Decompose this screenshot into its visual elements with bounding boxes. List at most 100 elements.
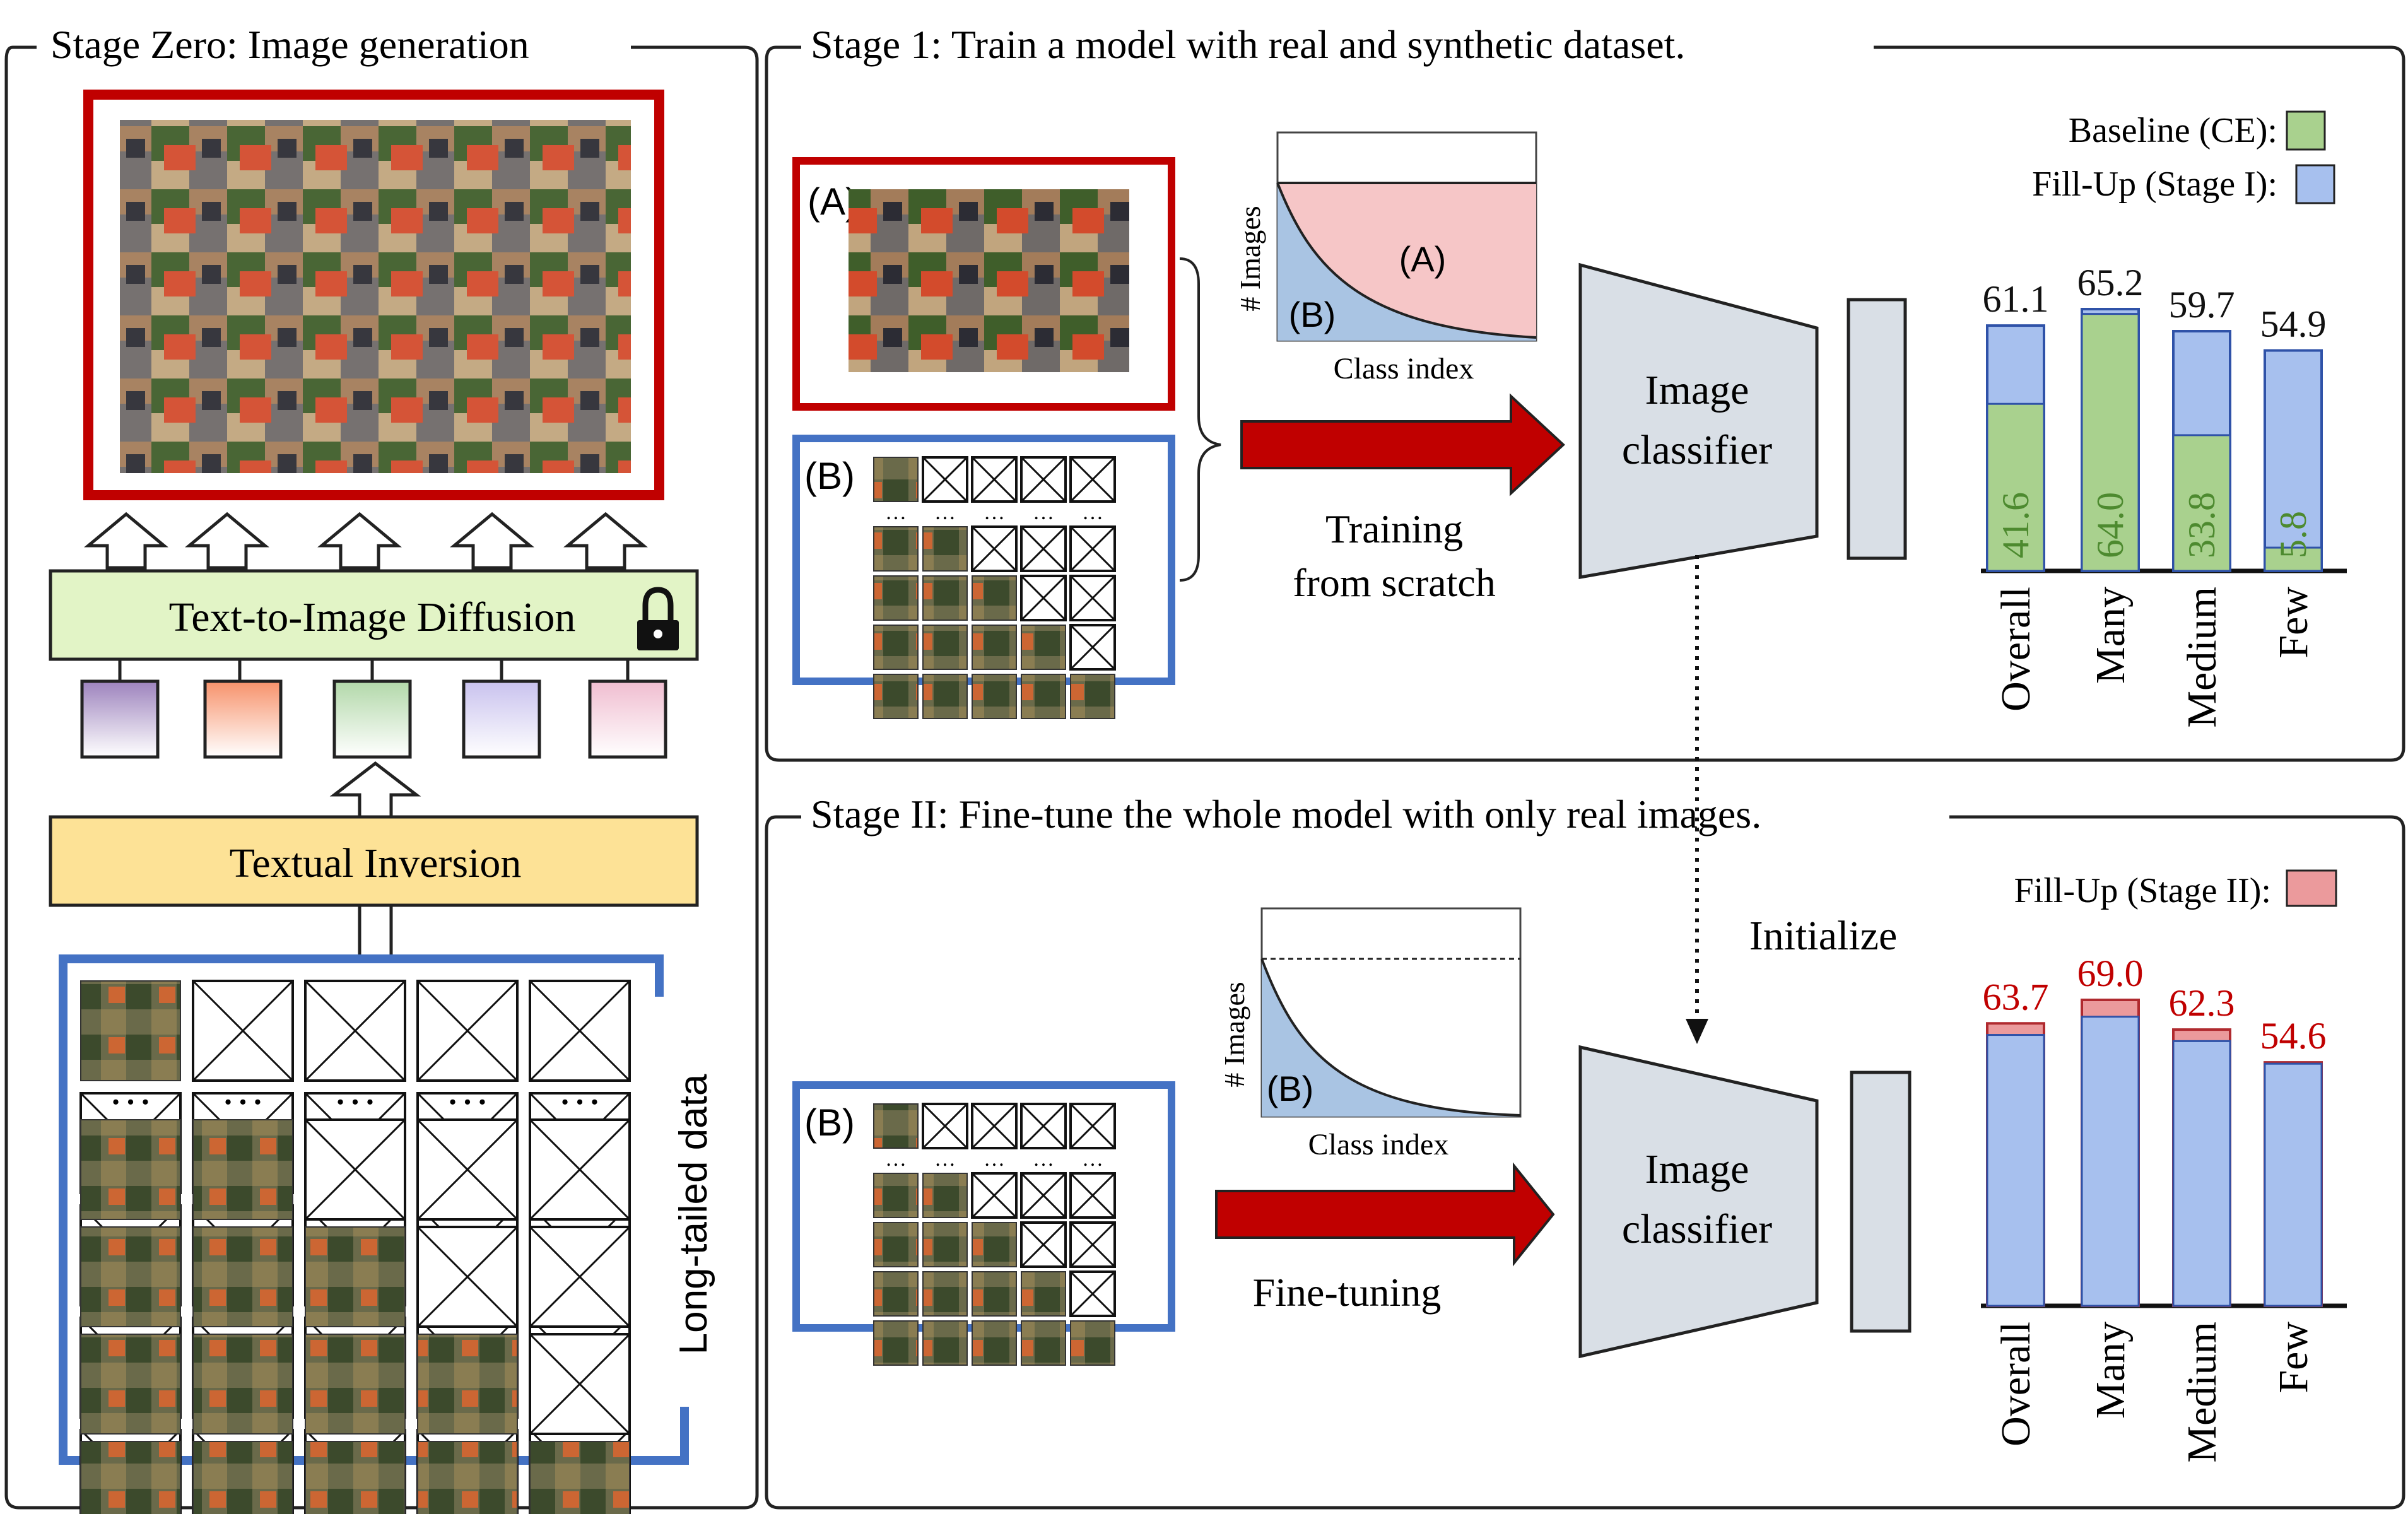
diffusion-model-box <box>49 569 699 661</box>
grid-empty-cross <box>1020 1172 1067 1219</box>
grid-empty-cross <box>922 1103 968 1149</box>
training-arrow <box>1240 393 1565 496</box>
token-box-2 <box>203 679 283 759</box>
fine-tuning-arrow <box>1215 1162 1555 1267</box>
histogram-curve-b <box>1276 182 1537 339</box>
diffusion-label: Text-to-Image Diffusion <box>169 594 576 640</box>
grid-empty-cross <box>416 1226 519 1328</box>
training-label-1: Training <box>1325 507 1463 551</box>
grid-ellipsis: … <box>984 501 1005 524</box>
grid-empty-cross <box>971 1103 1018 1149</box>
grid-photo-tile <box>922 1222 968 1267</box>
grid-ellipsis: … <box>934 501 956 524</box>
legend-fillup2-swatch <box>2286 869 2337 907</box>
grid-ellipsis: … <box>1033 501 1054 524</box>
grid-photo-tile <box>922 1320 968 1366</box>
grid-photo-tile <box>80 1119 181 1220</box>
bar-few-fillup1 <box>2264 1062 2323 1307</box>
textual-inversion-box <box>49 815 699 907</box>
grid-photo-tile <box>305 1441 406 1514</box>
bar-overall-baseline <box>1986 402 2045 572</box>
grid-photo-tile <box>80 1441 181 1514</box>
value-label-many: 69.0 <box>2077 953 2144 994</box>
set-b-label: (B) <box>804 455 855 497</box>
stage-one-legend: Baseline (CE): Fill-Up (Stage I): <box>2032 110 2335 204</box>
legend-fillup1-label: Fill-Up (Stage I): <box>2032 165 2277 204</box>
grid-ellipsis: … <box>333 1065 377 1114</box>
bar-many-baseline <box>2081 313 2140 572</box>
bar-medium-baseline <box>2172 434 2231 572</box>
grid-photo-tile <box>305 1226 406 1327</box>
grid-photo-tile <box>529 1441 630 1514</box>
stage-zero-title: Stage Zero: Image generation <box>50 22 529 67</box>
stage-two-legend: Fill-Up (Stage II): <box>2014 869 2337 910</box>
tick-label-overall: Overall <box>1993 1322 2039 1447</box>
grid-photo-tile <box>922 674 968 719</box>
bar-many-fillup1 <box>2081 1016 2140 1307</box>
fine-tuning-label: Fine-tuning <box>1253 1270 1442 1315</box>
value-label-overall: 63.7 <box>1983 976 2049 1018</box>
grid-photo-tile <box>873 674 919 719</box>
histogram-area-b <box>1277 183 1536 341</box>
datasets-brace <box>1179 257 1221 582</box>
generated-images-collage <box>120 120 631 473</box>
tick-label-many: Many <box>2088 587 2134 684</box>
grid-photo-tile <box>80 980 181 1081</box>
stage-two-feature-head <box>1850 1071 1912 1333</box>
grid-photo-tile <box>873 575 919 621</box>
legend-fillup2-label: Fill-Up (Stage II): <box>2014 871 2271 910</box>
grid-empty-cross <box>922 456 968 503</box>
histogram2-xlabel: Class index <box>1308 1128 1449 1161</box>
histogram2-area-b <box>1262 959 1520 1117</box>
grid-ellipsis: … <box>885 501 907 524</box>
baseline-label-few: 5.8 <box>2272 511 2314 558</box>
grid-empty-cross <box>1020 575 1067 621</box>
grid-photo-tile <box>1070 1320 1115 1366</box>
stage-one-classifier <box>1578 262 1819 579</box>
grid-photo-tile <box>1021 625 1066 670</box>
grid-empty-cross <box>192 980 294 1082</box>
grid-photo-tile <box>192 1334 293 1435</box>
grid-ellipsis: … <box>1082 1147 1103 1171</box>
value-label-few: 54.6 <box>2260 1015 2327 1057</box>
grid-empty-cross <box>1069 525 1116 572</box>
legend-baseline-label: Baseline (CE): <box>2069 111 2277 150</box>
baseline-label-medium: 33.8 <box>2181 492 2223 558</box>
bar-medium-fillup1 <box>2172 1040 2231 1307</box>
stage-one-histogram: (A) (B) # Images Class index <box>1234 131 1537 385</box>
grid-photo-tile <box>873 1320 919 1366</box>
grid-empty-cross <box>1069 456 1116 503</box>
grid-photo-tile <box>417 1334 518 1435</box>
grid-photo-tile <box>922 1173 968 1218</box>
grid-empty-cross <box>529 1226 631 1328</box>
grid-photo-tile <box>922 526 968 572</box>
grid-ellipsis: … <box>445 1065 490 1114</box>
grid-ellipsis: … <box>984 1147 1005 1171</box>
stage-two-panel: Stage II: Fine-tune the whole model with… <box>765 792 2405 1510</box>
stage-two-image-grid: …………… <box>873 1103 1116 1366</box>
grid-photo-tile <box>80 1226 181 1327</box>
grid-empty-cross <box>1020 1221 1067 1268</box>
histogram2-curve <box>1260 958 1521 1117</box>
grid-photo-tile <box>192 1119 293 1220</box>
grid-ellipsis: … <box>1082 501 1103 524</box>
grid-photo-tile <box>1021 674 1066 719</box>
bar-few-baseline <box>2264 546 2323 572</box>
grid-empty-cross <box>529 1118 631 1221</box>
grid-photo-tile <box>972 1222 1017 1267</box>
longtail-data-frame <box>59 954 689 1465</box>
inversion-to-tokens-arrow <box>329 761 421 819</box>
longtail-label: Long-tailed data <box>672 1074 715 1354</box>
grid-empty-cross <box>971 456 1018 503</box>
grid-ellipsis: … <box>1033 1147 1054 1171</box>
stage-two-title: Stage II: Fine-tune the whole model with… <box>811 792 1761 836</box>
grid-photo-tile <box>417 1441 518 1514</box>
value-label-few: 54.9 <box>2260 303 2327 345</box>
tick-label-overall: Overall <box>1993 587 2039 712</box>
grid-empty-cross <box>416 980 519 1082</box>
grid-photo-tile <box>972 1320 1017 1366</box>
grid-empty-cross <box>1020 525 1067 572</box>
data-to-inversion-connector <box>358 905 393 959</box>
histogram2-b-label: (B) <box>1267 1069 1314 1108</box>
classifier-2-label-a: Image <box>1645 1146 1749 1192</box>
